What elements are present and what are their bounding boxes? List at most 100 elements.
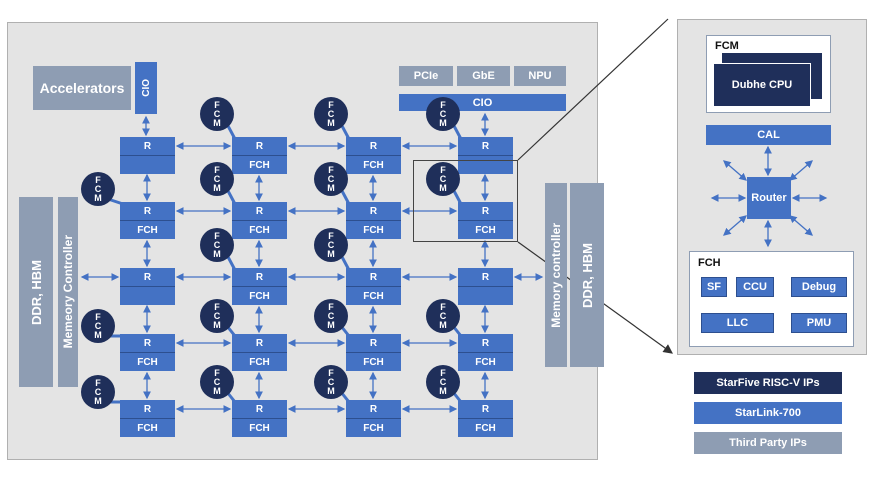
router-se-link xyxy=(789,215,813,236)
fch-block: FCH xyxy=(120,352,175,371)
ddr-hbm-left: DDR, HBM xyxy=(19,197,53,387)
ddr-hbm-right-label: DDR, HBM xyxy=(579,242,595,308)
fcm-letter: M xyxy=(213,319,221,330)
fcm-letter: F xyxy=(95,311,101,322)
router-r: R xyxy=(232,202,287,220)
fcm-letter: F xyxy=(214,99,220,110)
ddr-hbm-right: DDR, HBM xyxy=(570,183,604,367)
cio-left: CIO xyxy=(135,62,157,114)
fch-block: FCH xyxy=(458,418,513,437)
accelerators-label: Accelerators xyxy=(39,80,125,96)
fcm-letter: M xyxy=(94,395,102,406)
fch-block: FCH xyxy=(458,352,513,371)
fcm-letter: M xyxy=(327,385,335,396)
fcm-letter: C xyxy=(439,376,447,387)
fch-block: FCH xyxy=(346,220,401,239)
fch-block: FCH xyxy=(232,418,287,437)
fch-block: FCH xyxy=(346,286,401,305)
router-sw-link xyxy=(723,215,747,236)
pmu-label: PMU xyxy=(806,317,832,329)
fcm-letter: F xyxy=(440,99,446,110)
cio-left-label: CIO xyxy=(140,79,152,97)
fcm-letter: C xyxy=(327,310,335,321)
fcm-letter: F xyxy=(214,164,220,175)
pcie-label: PCIe xyxy=(413,70,439,82)
cio-top-label: CIO xyxy=(472,96,493,109)
fch-block: FCH xyxy=(232,352,287,371)
gbe-block: GbE xyxy=(457,66,510,86)
fcm-letter: M xyxy=(439,117,447,128)
sf-block: SF xyxy=(701,277,727,297)
memory-controller-left-label: Memeory Controller xyxy=(61,235,75,349)
legend-third-party-label: Third Party IPs xyxy=(729,437,807,449)
router-r: R xyxy=(120,400,175,418)
dubhe-cpu-label: Dubhe CPU xyxy=(731,79,793,91)
fcm-letter: F xyxy=(328,164,334,175)
fcm-letter: F xyxy=(214,367,220,378)
fcm-letter: F xyxy=(95,174,101,185)
fcm-letter: F xyxy=(214,301,220,312)
router-r: R xyxy=(120,202,175,220)
fch-block: FCH xyxy=(120,220,175,239)
memory-controller-left: Memeory Controller xyxy=(58,197,78,387)
fcm-letter: C xyxy=(439,310,447,321)
router-lower-half xyxy=(458,286,513,305)
fcm-letter: C xyxy=(327,376,335,387)
fcm-letter: C xyxy=(213,173,221,184)
fcm-letter: C xyxy=(327,108,335,119)
fch-block: FCH xyxy=(232,155,287,174)
fcm-letter: C xyxy=(213,108,221,119)
router-r: R xyxy=(458,268,513,286)
mesh-node: R xyxy=(458,137,513,174)
mesh-node: R xyxy=(120,137,175,174)
fcm-letter: M xyxy=(327,117,335,128)
fch-block: FCH xyxy=(346,155,401,174)
router-r: R xyxy=(232,137,287,155)
router-label: Router xyxy=(751,192,787,204)
fcm-letter: M xyxy=(213,182,221,193)
debug-label: Debug xyxy=(801,281,837,293)
fcm-letter: F xyxy=(328,99,334,110)
zoom-fch-title: FCH xyxy=(698,257,721,269)
fcm-letter: F xyxy=(440,367,446,378)
fch-block: FCH xyxy=(232,286,287,305)
fch-block: FCH xyxy=(346,418,401,437)
memory-controller-right: Memory controller xyxy=(545,183,567,367)
zoom-fcm-title: FCM xyxy=(715,40,739,52)
sf-label: SF xyxy=(706,281,722,293)
router-r: R xyxy=(458,400,513,418)
fcm-letter: F xyxy=(95,377,101,388)
router-r: R xyxy=(458,137,513,155)
fch-block: FCH xyxy=(458,220,513,239)
legend-third-party: Third Party IPs xyxy=(694,432,842,454)
debug-block: Debug xyxy=(791,277,847,297)
router-r: R xyxy=(346,400,401,418)
fcm-letter: F xyxy=(440,301,446,312)
cal-block: CAL xyxy=(706,125,831,145)
router-r: R xyxy=(120,268,175,286)
zoom-line-top xyxy=(517,18,669,161)
fch-block: FCH xyxy=(120,418,175,437)
router-block: Router xyxy=(747,177,791,219)
router-r: R xyxy=(458,334,513,352)
fcm-letter: M xyxy=(439,182,447,193)
memory-controller-right-label: Memory controller xyxy=(549,222,563,328)
fcm-letter: C xyxy=(213,310,221,321)
pcie-block: PCIe xyxy=(399,66,453,86)
npu-block: NPU xyxy=(514,66,566,86)
